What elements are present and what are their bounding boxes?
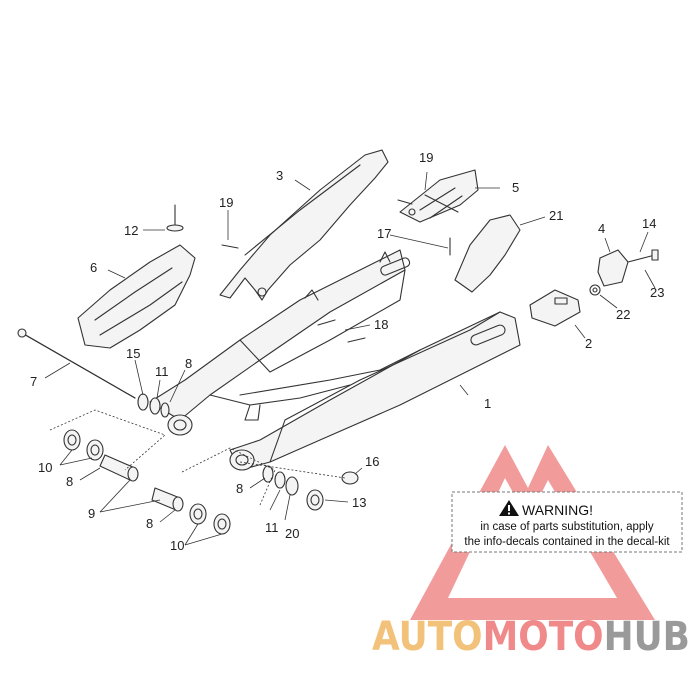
callout-20: 20 [285, 526, 299, 541]
bearing-set-left [63, 429, 139, 482]
washer-22 [589, 284, 601, 296]
callout-11a: 11 [155, 364, 169, 379]
callout-4: 4 [598, 221, 605, 236]
bracket-plate [399, 169, 479, 223]
watermark-hub: HUB [604, 614, 690, 660]
callout-17: 17 [377, 226, 391, 241]
callout-16: 16 [365, 454, 379, 469]
callout-3: 3 [276, 168, 283, 183]
callout-12: 12 [124, 223, 138, 238]
callout-15: 15 [126, 346, 140, 361]
bearing-set-lower [151, 487, 231, 535]
callout-19b: 19 [419, 150, 433, 165]
callout-9: 9 [88, 506, 95, 521]
callout-21: 21 [549, 208, 563, 223]
callout-8c: 8 [236, 481, 243, 496]
callout-2: 2 [585, 336, 592, 351]
callout-19a: 19 [219, 195, 233, 210]
assembly-guides [49, 409, 346, 506]
callout-numbers: 1 2 3 4 5 6 7 8 8 8 8 9 10 10 11 11 12 1… [30, 150, 664, 553]
callout-7: 7 [30, 374, 37, 389]
callout-23: 23 [650, 285, 664, 300]
callout-5: 5 [512, 180, 519, 195]
svg-text:AUTOMOTOHUB: AUTOMOTOHUB [372, 614, 690, 660]
callout-13: 13 [352, 495, 366, 510]
chain-adjuster-2 [529, 289, 581, 327]
cap-16 [341, 471, 359, 485]
callout-11b: 11 [265, 520, 279, 535]
leader-lines [44, 171, 656, 546]
callout-10b: 10 [170, 538, 184, 553]
swingarm-body [149, 249, 521, 471]
callout-8a: 8 [185, 356, 192, 371]
mudguard-panel [454, 214, 521, 293]
callout-14: 14 [642, 216, 656, 231]
warning-notice: WARNING! in case of parts substitution, … [451, 491, 683, 553]
warning-line-1: in case of parts substitution, apply [480, 521, 653, 533]
callout-10a: 10 [38, 460, 52, 475]
watermark-auto: AUTO [372, 614, 483, 660]
bearing-stack-right [262, 465, 324, 511]
chain-adjuster-4 [597, 249, 629, 287]
callout-1: 1 [484, 396, 491, 411]
watermark-text: AUTOMOTOHUB [372, 614, 690, 660]
callout-22: 22 [616, 307, 630, 322]
bolt-23 [627, 249, 659, 263]
callout-8d: 8 [146, 516, 153, 531]
warning-title: WARNING! [522, 502, 593, 518]
bolts-misc [166, 199, 451, 343]
callout-18: 18 [374, 317, 388, 332]
bearing-stack-upper [137, 393, 170, 418]
callout-6: 6 [90, 260, 97, 275]
chain-guard [219, 149, 389, 301]
warning-triangle-icon [499, 500, 519, 516]
callout-8b: 8 [66, 474, 73, 489]
pivot-shaft [17, 328, 136, 399]
warning-line-2: the info-decals contained in the decal-k… [464, 536, 670, 548]
chain-slider [77, 244, 196, 349]
watermark-moto: MOTO [483, 614, 604, 660]
